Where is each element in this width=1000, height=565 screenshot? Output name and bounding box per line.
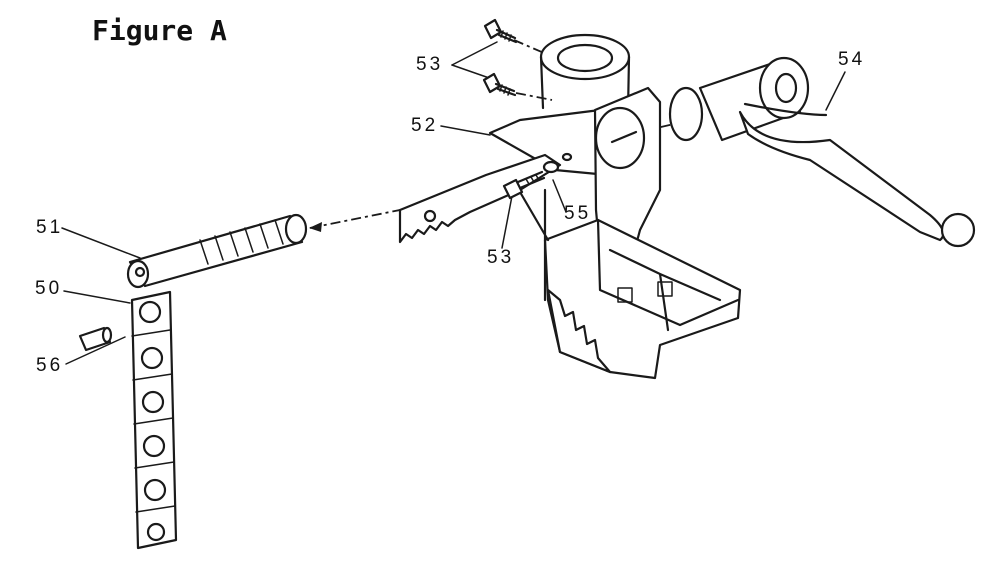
callout-53-bottom: 53	[487, 247, 515, 268]
part-54-handle	[668, 56, 976, 248]
callout-52: 52	[411, 115, 439, 136]
callout-56: 56	[36, 355, 64, 376]
part-56-pin	[78, 326, 113, 352]
screw-53-middle	[482, 72, 517, 97]
callout-50: 50	[35, 278, 63, 299]
callout-55: 55	[564, 203, 592, 224]
part-50-chain	[130, 290, 178, 550]
figure-title: Figure A	[92, 14, 227, 47]
part-55-washer	[542, 152, 573, 174]
callout-51: 51	[36, 217, 64, 238]
part-51-threaded-pin	[126, 213, 308, 289]
callout-54: 54	[838, 49, 866, 70]
screw-53-top	[483, 18, 518, 44]
screw-53-bottom	[502, 170, 546, 200]
callout-53-top: 53	[416, 54, 444, 75]
part-52-jaw-bracket	[398, 33, 742, 380]
